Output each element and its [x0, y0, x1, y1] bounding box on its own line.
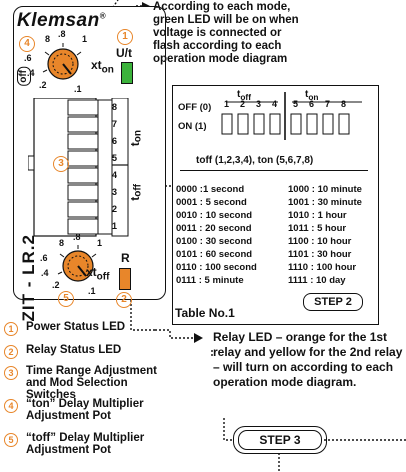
table-caption: Table No.1 — [175, 306, 235, 320]
ton-knob-scale-1: 1 — [82, 34, 88, 44]
ton-knob-scale-8: 8 — [45, 34, 51, 44]
code-row: 1110 : 100 hour — [288, 262, 357, 273]
code-row: 1100 : 10 hour — [288, 236, 352, 247]
model-label: ZIT - LR.2 — [19, 234, 38, 322]
table-switch-5: 5 — [293, 99, 299, 109]
relay-led-callout: Relay LED – orange for the 1st relay and… — [213, 330, 403, 389]
ton-knob-scale-08: .8 — [58, 29, 66, 39]
code-row: 1011 : 5 hour — [288, 223, 347, 234]
dip-ton-label: ton — [128, 130, 144, 147]
dip-number-8: 8 — [112, 102, 118, 112]
dip-number-2: 2 — [112, 204, 118, 214]
relay-led — [119, 268, 131, 290]
switch-groups-text: toff (1,2,3,4), ton (5,6,7,8) — [196, 155, 314, 166]
code-row: 0010 : 10 second — [176, 210, 253, 221]
step-3-frame — [233, 426, 327, 454]
toff-knob — [57, 245, 97, 282]
code-row: 0100 : 30 second — [176, 236, 253, 247]
dip-number-6: 6 — [112, 136, 118, 146]
code-row: 1000 : 10 minute — [288, 184, 362, 195]
legend-item-4: 4“ton” Delay Multiplier Adjustment Pot — [4, 398, 174, 422]
table-switch-7: 7 — [325, 99, 331, 109]
ton-knob-scale-01: .1 — [74, 84, 82, 94]
toff-knob-scale-01: .1 — [88, 286, 96, 296]
toff-knob-scale-04: .4 — [41, 268, 49, 278]
off-label: off — [17, 67, 31, 86]
table-switch-6: 6 — [309, 99, 315, 109]
table-divider — [180, 170, 368, 171]
dip-switch-block — [28, 98, 129, 237]
toff-knob-scale-02: .2 — [52, 280, 60, 290]
code-row: 0011 : 20 second — [176, 223, 252, 234]
callout-num-1: 1 — [117, 29, 133, 45]
relay-led-label: R — [121, 251, 130, 265]
codes-left-column: 0000 :1 second 0001 : 5 second 0010 : 10… — [176, 184, 286, 288]
toff-knob-scale-1: 1 — [97, 238, 103, 248]
off-row-label: OFF (0) — [178, 102, 212, 113]
step-3-badge: STEP 3 — [238, 430, 322, 450]
code-row: 0000 :1 second — [176, 184, 245, 195]
dip-number-5: 5 — [112, 153, 118, 163]
toff-knob-scale-06: .6 — [40, 253, 48, 263]
toff-knob-label: xtoff — [86, 265, 110, 283]
power-led — [121, 62, 133, 84]
dip-number-4: 4 — [112, 170, 118, 180]
table-switch-3: 3 — [256, 99, 262, 109]
ton-header: ton — [305, 89, 319, 102]
table-switch-1: 1 — [224, 99, 230, 109]
code-row: 1010 : 1 hour — [288, 210, 347, 221]
table-switch-2: 2 — [240, 99, 246, 109]
ton-knob-scale-06: .6 — [24, 53, 32, 63]
brand-logo: Klemsan® — [17, 10, 107, 31]
ton-knob-scale-02: .2 — [39, 80, 47, 90]
callout-num-3: 3 — [53, 156, 69, 172]
dip-toff-label: toff — [128, 184, 144, 201]
toff-knob-scale-8: 8 — [59, 238, 65, 248]
ton-knob-scale-04: .4 — [27, 68, 35, 78]
on-row-label: ON (1) — [178, 121, 207, 132]
table-switch-8: 8 — [341, 99, 347, 109]
legend-item-5: 5“toff” Delay Multiplier Adjustment Pot — [4, 432, 174, 456]
dip-table-switches — [221, 92, 362, 140]
toff-header: toff — [237, 89, 251, 102]
dip-number-1: 1 — [112, 221, 118, 231]
code-row: 0001 : 5 second — [176, 197, 247, 208]
codes-right-column: 1000 : 10 minute 1001 : 30 minute 1010 :… — [288, 184, 374, 288]
callout-num-2: 2 — [116, 292, 132, 308]
table-no-1 — [172, 85, 379, 325]
code-row: 1101 : 30 hour — [288, 249, 352, 260]
power-led-label: U/t — [116, 46, 132, 60]
dip-number-3: 3 — [112, 187, 118, 197]
code-row: 0101 : 60 second — [176, 249, 253, 260]
ton-knob — [42, 43, 82, 80]
power-led-callout: According to each mode, green LED will b… — [153, 1, 299, 65]
toff-knob-scale-08: .8 — [73, 232, 81, 242]
code-row: 1001 : 30 minute — [288, 197, 362, 208]
code-row: 0110 : 100 second — [176, 262, 257, 273]
ton-knob-label: xton — [91, 58, 114, 76]
table-switch-4: 4 — [272, 99, 278, 109]
callout-num-4: 4 — [19, 36, 35, 52]
code-row: 0111 : 5 minute — [176, 275, 244, 286]
callout-num-5: 5 — [58, 291, 74, 307]
code-row: 1111 : 10 day — [288, 275, 346, 286]
dip-number-7: 7 — [112, 119, 118, 129]
step-2-badge: STEP 2 — [303, 293, 363, 311]
